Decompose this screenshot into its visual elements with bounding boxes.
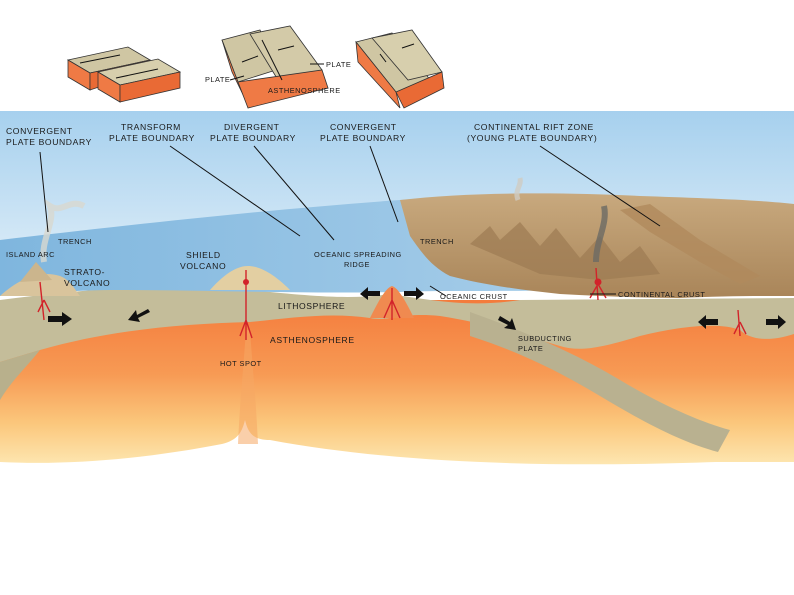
label-oceanic-crust: OCEANIC CRUST [440, 292, 508, 301]
label-convergent-right-1: CONVERGENT [330, 122, 397, 132]
label-divergent-2: PLATE BOUNDARY [210, 133, 296, 143]
main-cutaway: CONVERGENT PLATE BOUNDARY TRANSFORM PLAT… [0, 111, 794, 464]
label-shield-2: VOLCANO [180, 261, 226, 271]
label-convergent-left-2: PLATE BOUNDARY [6, 137, 92, 147]
label-convergent-left-1: CONVERGENT [6, 126, 73, 136]
label-lithosphere: LITHOSPHERE [278, 301, 345, 311]
label-transform-1: TRANSFORM [121, 122, 181, 132]
transform-inset-block [68, 47, 180, 102]
label-continental-crust: CONTINENTAL CRUST [618, 290, 705, 299]
label-trench-right: TRENCH [420, 237, 454, 246]
inset-plate-label-left: PLATE [205, 75, 230, 84]
label-strato-1: STRATO- [64, 267, 105, 277]
label-strato-2: VOLCANO [64, 278, 110, 288]
label-convergent-right-2: PLATE BOUNDARY [320, 133, 406, 143]
convergent-inset-block [356, 30, 444, 108]
label-ridge-1: OCEANIC SPREADING [314, 250, 402, 259]
label-subducting-1: SUBDUCTING [518, 334, 572, 343]
label-transform-2: PLATE BOUNDARY [109, 133, 195, 143]
label-rift-1: CONTINENTAL RIFT ZONE [474, 122, 594, 132]
label-ridge-2: RIDGE [344, 260, 370, 269]
inset-asthenosphere-label: ASTHENOSPHERE [268, 86, 341, 95]
inset-plate-label-right: PLATE [326, 60, 351, 69]
label-divergent-1: DIVERGENT [224, 122, 280, 132]
divergent-inset-block: PLATE PLATE ASTHENOSPHERE [205, 26, 351, 108]
label-trench-left: TRENCH [58, 237, 92, 246]
label-rift-2: (YOUNG PLATE BOUNDARY) [467, 133, 597, 143]
label-hot-spot: HOT SPOT [220, 359, 262, 368]
label-island-arc: ISLAND ARC [6, 250, 55, 259]
label-shield-1: SHIELD [186, 250, 221, 260]
label-asthenosphere: ASTHENOSPHERE [270, 335, 355, 345]
label-subducting-2: PLATE [518, 344, 543, 353]
